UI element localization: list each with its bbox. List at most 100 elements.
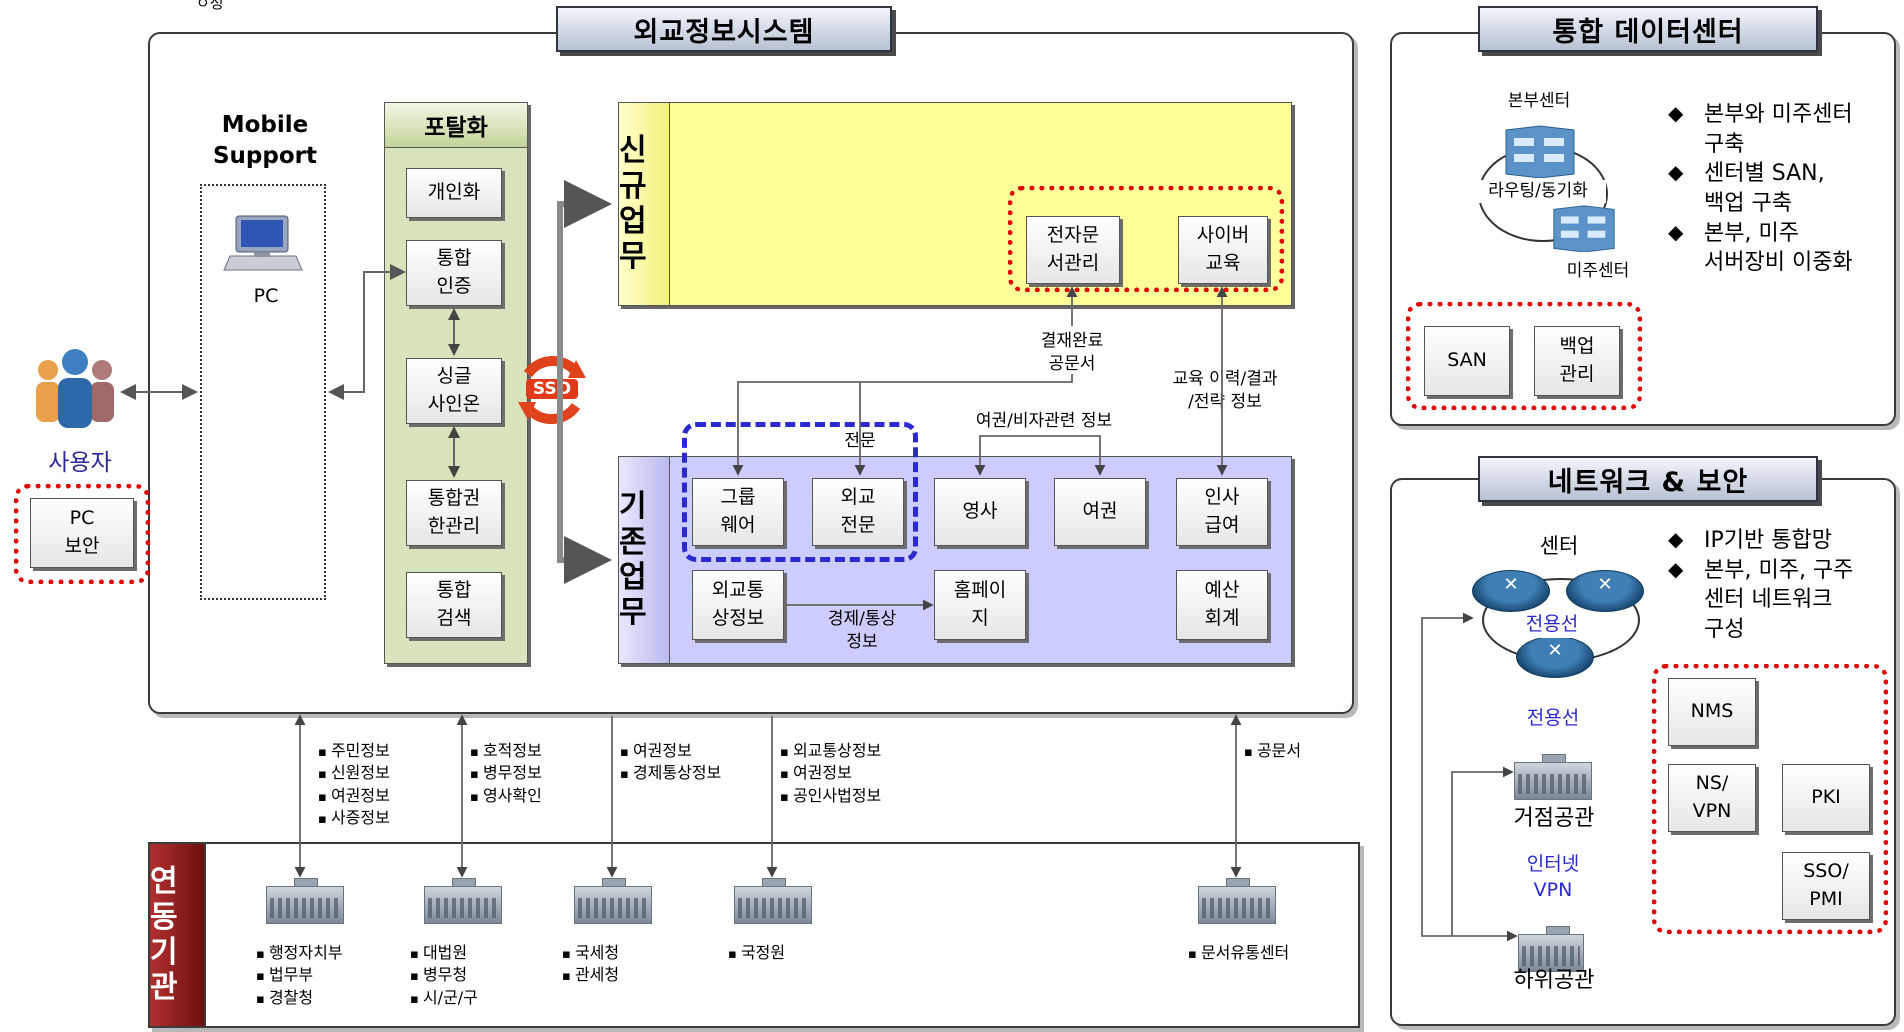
exchange-info-3: 여권정보 경제통상정보: [620, 740, 721, 785]
existing-passport: 여권: [1054, 478, 1146, 546]
portal-title: 포탈화: [384, 102, 528, 148]
agency-building-icon-4: [734, 878, 812, 924]
router-icon: [1516, 636, 1594, 678]
exchange-item: 호적정보: [470, 740, 542, 762]
network-bullets: ◆IP기반 통합망 ◆본부, 미주, 구주 센터 네트워크 구성: [1668, 526, 1888, 645]
network-bullet: ◆IP기반 통합망: [1668, 526, 1888, 556]
existing-consular: 영사: [934, 478, 1026, 546]
agency-building-icon-1: [266, 878, 344, 924]
data-center-bullet: ◆본부, 미주 서버장비 이중화: [1668, 219, 1888, 278]
mobile-support-label: Mobile Support: [200, 110, 330, 172]
us-server-icon: [1552, 204, 1616, 252]
data-center-bullets: ◆본부와 미주센터 구축 ◆센터별 SAN, 백업 구축 ◆본부, 미주 서버장…: [1668, 100, 1888, 278]
us-center-label: 미주센터: [1548, 260, 1648, 283]
portal-integrated-search: 통합 검색: [406, 572, 502, 638]
ns-vpn-box: NS/ VPN: [1668, 764, 1756, 832]
data-center-title: 통합 데이터센터: [1478, 6, 1818, 52]
exchange-item: 경제통상정보: [620, 762, 721, 784]
router-icon: [1566, 570, 1644, 612]
pc-label: PC: [236, 284, 296, 310]
exchange-item: 공문서: [1244, 740, 1301, 762]
router-icon: [1472, 570, 1550, 612]
existing-homepage: 홈페이 지: [934, 570, 1026, 640]
existing-work-group-label: 전문: [832, 430, 888, 453]
exchange-item: 여권정보: [318, 785, 390, 807]
san-box: SAN: [1424, 326, 1510, 396]
pki-box: PKI: [1782, 764, 1870, 832]
exchange-item: 여권정보: [620, 740, 721, 762]
center-label: 센터: [1514, 532, 1604, 560]
exchange-item: 사증정보: [318, 807, 390, 829]
exchange-item: 신원정보: [318, 762, 390, 784]
existing-work-label: 기 존 업 무: [618, 456, 670, 664]
agency-item: 대법원: [410, 942, 478, 964]
main-system-title: 외교정보시스템: [556, 6, 892, 52]
backup-management-box: 백업 관리: [1534, 326, 1620, 396]
agency-item: 경찰청: [256, 987, 343, 1009]
agency-item: 문서유통센터: [1188, 942, 1289, 964]
portal-permission-management: 통합권 한관리: [406, 480, 502, 546]
new-work-e-document: 전자문 서관리: [1026, 216, 1120, 284]
header-fragment: ㅇ정: [196, 0, 224, 13]
existing-diplomatic-cable: 외교 전문: [812, 478, 904, 546]
agency-building-icon-5: [1198, 878, 1276, 924]
exchange-info-5: 공문서: [1244, 740, 1301, 762]
user-pc-security: PC 보안: [30, 498, 134, 568]
agency-item: 행정자치부: [256, 942, 343, 964]
agency-item: 법무부: [256, 964, 343, 986]
sub-office-label: 하위공관: [1496, 966, 1612, 996]
flow-approval-docs: 결재완료 공문서: [1024, 330, 1120, 376]
internet-vpn-label: 인터넷 VPN: [1508, 852, 1598, 903]
hq-center-label: 본부센터: [1484, 90, 1594, 113]
flow-education-info: 교육 이력/결과 /전략 정보: [1150, 368, 1300, 414]
data-center-bullet: ◆본부와 미주센터 구축: [1668, 100, 1888, 159]
hub-office-building-icon: [1514, 754, 1592, 800]
portal-personalization: 개인화: [406, 168, 502, 218]
hub-office-label: 거점공관: [1496, 804, 1612, 834]
hq-server-icon: [1504, 124, 1576, 178]
agency-group-4: 국정원: [728, 942, 785, 964]
existing-budget-accounting: 예산 회계: [1176, 570, 1268, 640]
diamond-icon: ◆: [1668, 219, 1704, 278]
new-work-label: 신 규 업 무: [618, 102, 670, 306]
exchange-item: 병무정보: [470, 762, 542, 784]
user-group-icon: [30, 346, 120, 434]
exchange-info-1: 주민정보 신원정보 여권정보 사증정보: [318, 740, 390, 830]
network-bullet: ◆본부, 미주, 구주 센터 네트워크 구성: [1668, 556, 1888, 645]
agency-group-3: 국세청 관세청: [562, 942, 619, 987]
existing-hr-payroll: 인사 급여: [1176, 478, 1268, 546]
agencies-label: 연 동 기 관: [148, 842, 206, 1028]
existing-mofat-info: 외교통 상정보: [692, 570, 784, 640]
exchange-item: 영사확인: [470, 785, 542, 807]
agency-group-5: 문서유통센터: [1188, 942, 1289, 964]
portal-single-sign-on: 싱글 사인온: [406, 358, 502, 424]
flow-passport-visa-info: 여권/비자관련 정보: [944, 410, 1144, 433]
agency-item: 병무청: [410, 964, 478, 986]
routing-sync-label: 라우팅/동기화: [1470, 180, 1606, 203]
user-label: 사용자: [32, 448, 128, 479]
exchange-info-4: 외교통상정보 여권정보 공인사법정보: [780, 740, 881, 807]
network-security-title: 네트워크 & 보안: [1478, 456, 1818, 502]
agency-item: 시/군/구: [410, 987, 478, 1009]
agency-group-1: 행정자치부 법무부 경찰청: [256, 942, 343, 1009]
data-center-bullet: ◆센터별 SAN, 백업 구축: [1668, 159, 1888, 218]
agency-building-icon-2: [424, 878, 502, 924]
exchange-item: 외교통상정보: [780, 740, 881, 762]
flow-economy-trade-info: 경제/통상 정보: [810, 608, 914, 654]
leased-line-label: 전용선: [1508, 706, 1598, 732]
nms-box: NMS: [1668, 678, 1756, 746]
sso-pmi-box: SSO/ PMI: [1782, 852, 1870, 920]
sso-label: SSO: [526, 379, 578, 399]
portal-integrated-auth: 통합 인증: [406, 240, 502, 306]
diamond-icon: ◆: [1668, 526, 1704, 556]
agency-item: 국세청: [562, 942, 619, 964]
agency-group-2: 대법원 병무청 시/군/구: [410, 942, 478, 1009]
diamond-icon: ◆: [1668, 556, 1704, 645]
agency-item: 국정원: [728, 942, 785, 964]
diamond-icon: ◆: [1668, 100, 1704, 159]
new-work-cyber-education: 사이버 교육: [1178, 216, 1268, 284]
leased-line-inner-label: 전용선: [1512, 612, 1592, 638]
exchange-info-2: 호적정보 병무정보 영사확인: [470, 740, 542, 807]
diamond-icon: ◆: [1668, 159, 1704, 218]
existing-groupware: 그룹 웨어: [692, 478, 784, 546]
